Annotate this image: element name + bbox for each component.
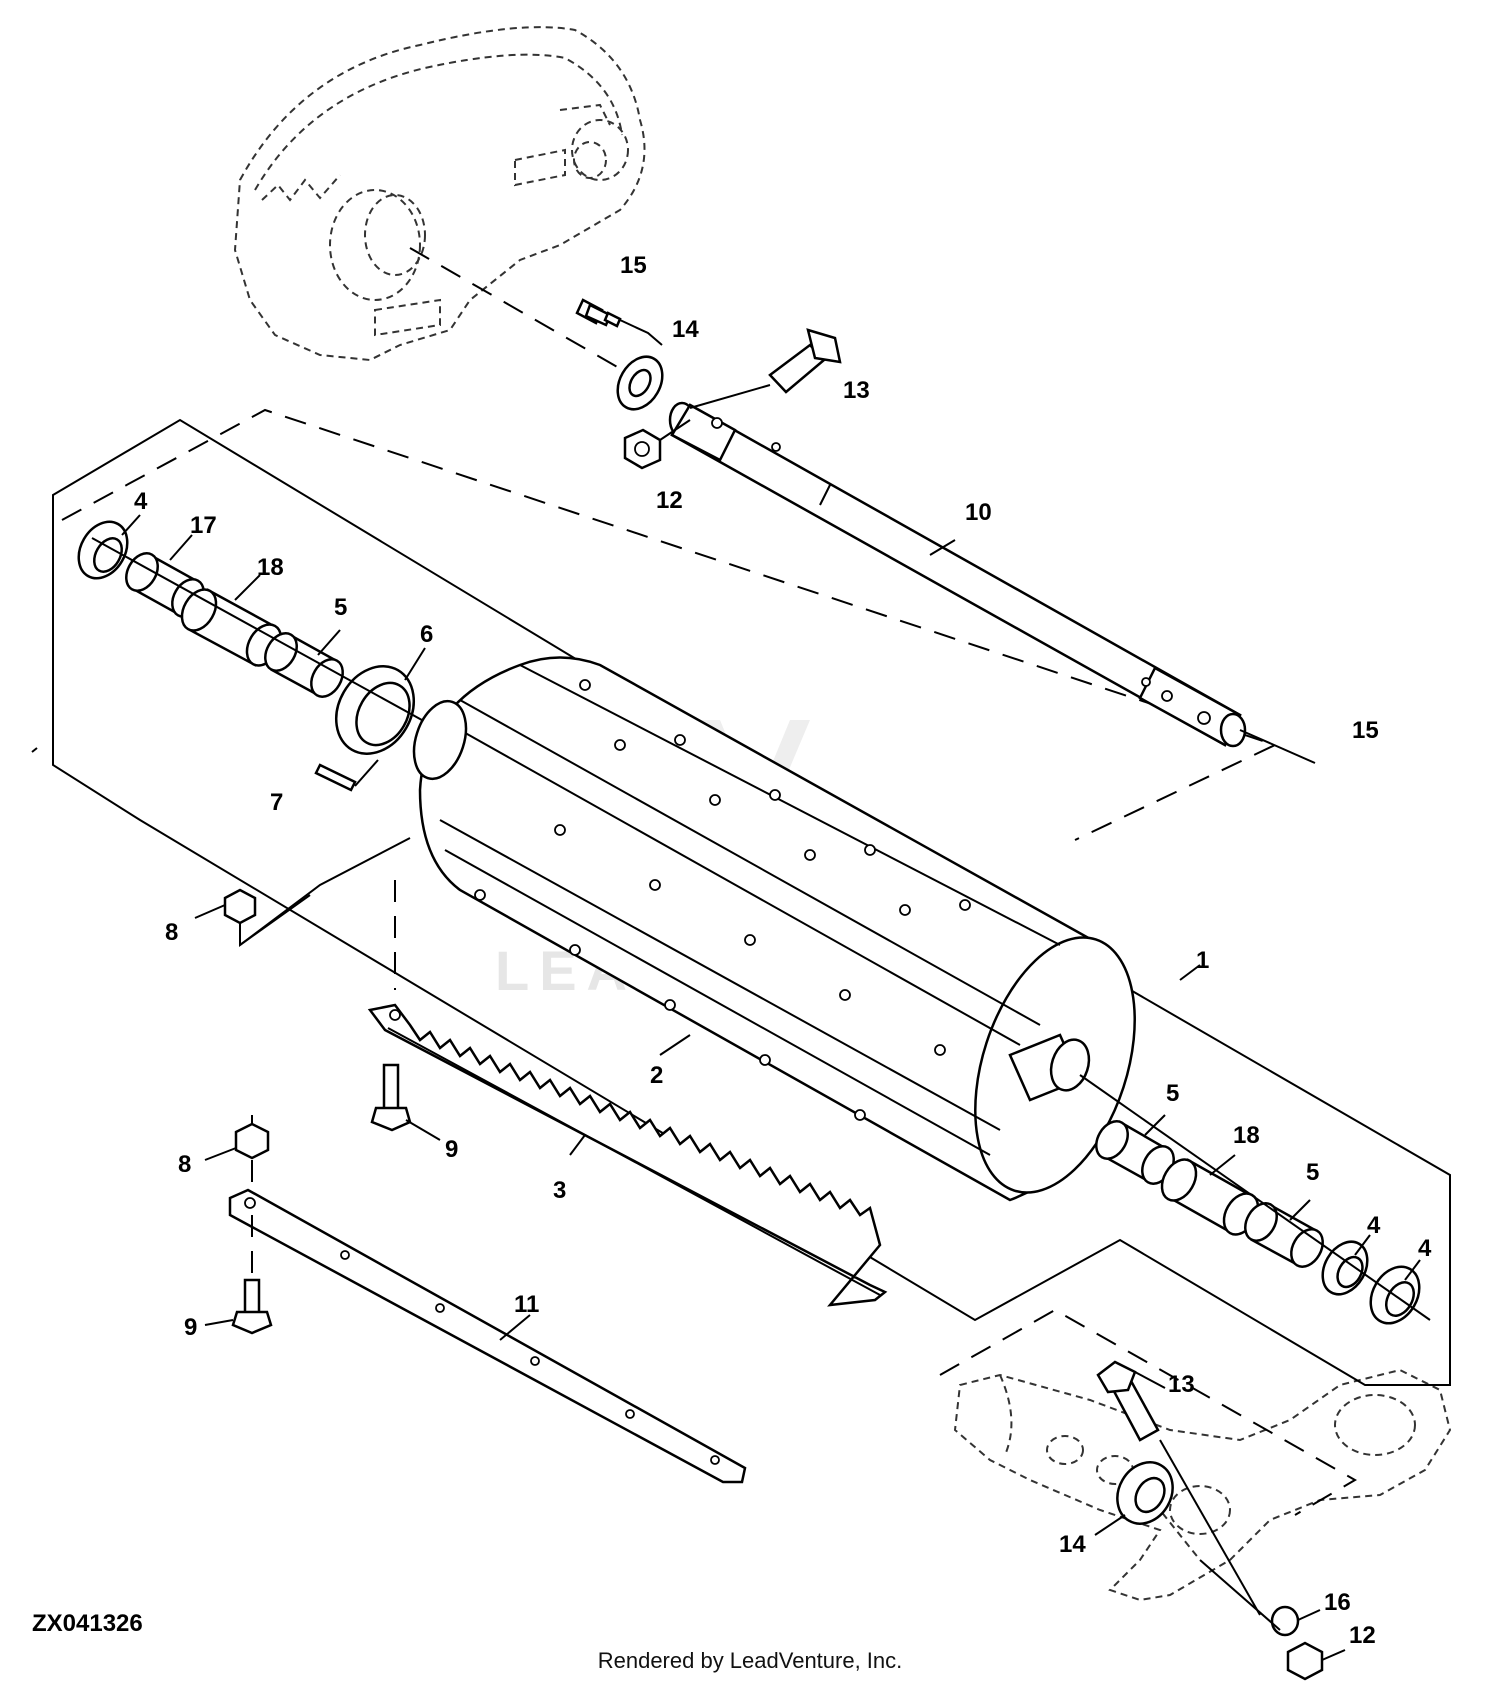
callout-3: 3: [553, 1177, 566, 1204]
callout-9: 9: [445, 1136, 458, 1163]
callout-17: 17: [190, 512, 217, 539]
callout-15: 15: [1352, 717, 1379, 744]
render-credit: Rendered by LeadVenture, Inc.: [597, 1648, 903, 1673]
callout-leaders: [121, 514, 1421, 1281]
callout-14: 14: [1059, 1531, 1086, 1558]
callout-15: 15: [620, 252, 647, 279]
callout-9: 9: [184, 1314, 197, 1341]
drive-shaft: [668, 401, 1316, 764]
strip-fasteners: [204, 1115, 273, 1335]
washer-top: [616, 355, 664, 411]
callout-16: 16: [1324, 1589, 1351, 1616]
callout-18: 18: [257, 554, 284, 581]
callout-4: 4: [1418, 1235, 1432, 1262]
callout-11: 11: [514, 1291, 539, 1318]
left-bearing-stack: [77, 520, 441, 792]
callout-5: 5: [1166, 1080, 1179, 1107]
nut-left-upper: [194, 888, 311, 947]
callout-13: 13: [843, 377, 870, 404]
figure-id: ZX041326: [32, 1610, 143, 1637]
callout-4: 4: [134, 488, 148, 515]
paddle-drum: [239, 656, 1136, 1202]
grease-fitting-top: [409, 247, 663, 381]
callout-5: 5: [334, 594, 347, 621]
callout-2: 2: [650, 1062, 663, 1089]
callout-18: 18: [1233, 1122, 1260, 1149]
callout-8: 8: [178, 1151, 191, 1178]
wear-strip: [228, 1188, 747, 1484]
callout-5: 5: [1306, 1159, 1319, 1186]
callout-7: 7: [270, 789, 283, 816]
callout-labels: 1 2 3 4 4 4 5 5 5 6 7 8 8 9 9 10 11 12 1…: [134, 252, 1432, 1649]
callout-14: 14: [672, 316, 699, 343]
nut-top: [623, 419, 691, 470]
bolt-upper-left: [370, 1063, 441, 1141]
callout-8: 8: [165, 919, 178, 946]
callout-6: 6: [420, 621, 433, 648]
callout-12: 12: [1349, 1622, 1376, 1649]
callout-12: 12: [656, 487, 683, 514]
lower-right-fasteners: [1094, 1360, 1346, 1681]
right-bearing-stack: [1079, 1074, 1431, 1325]
callout-1: 1: [1196, 947, 1209, 974]
callout-13: 13: [1168, 1371, 1195, 1398]
ghost-drive-arm: [953, 1368, 1452, 1602]
callout-10: 10: [965, 499, 992, 526]
callout-4: 4: [1367, 1212, 1381, 1239]
bolt-top: [689, 328, 842, 409]
serrated-knife: [367, 1003, 888, 1307]
ghost-gearbox-housing: [233, 26, 646, 362]
